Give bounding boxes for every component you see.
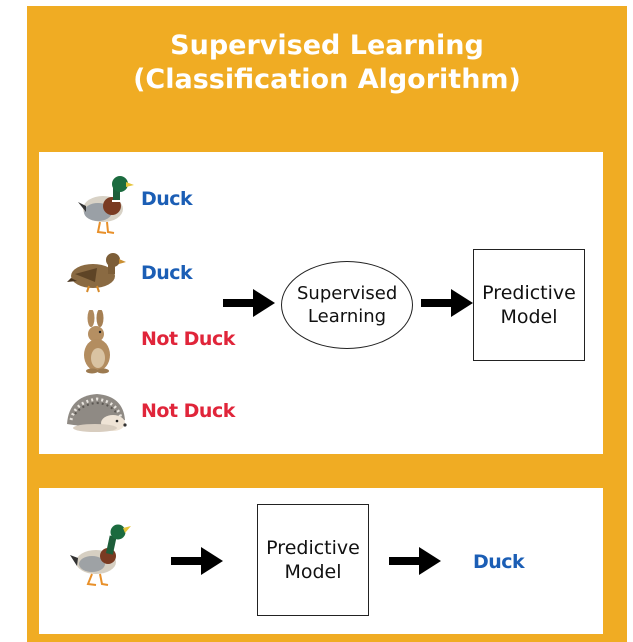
training-label-not-duck-1: Not Duck [141, 328, 235, 350]
predictive-model-box-training: Predictive Model [473, 249, 585, 361]
predictive-model-label-prediction: Predictive Model [266, 537, 360, 583]
arrow-to-model [421, 289, 473, 317]
predictive-model-box-prediction: Predictive Model [257, 504, 369, 616]
title-line-1: Supervised Learning [170, 30, 484, 61]
arrow-to-prediction-model [171, 547, 223, 575]
hedgehog-icon [67, 394, 127, 432]
mallard-drake-icon [78, 176, 134, 234]
arrow-to-output [389, 547, 441, 575]
title-line-2: (Classification Algorithm) [133, 64, 521, 95]
duck-icon [70, 524, 131, 586]
female-duck-icon [67, 253, 126, 293]
training-panel: Duck Duck Not Duck [39, 152, 603, 454]
predictive-model-label-training: Predictive Model [482, 282, 576, 328]
supervised-learning-node: Supervised Learning [281, 261, 413, 349]
supervised-learning-label: Supervised Learning [297, 283, 398, 327]
prediction-panel: Predictive Model Duck [39, 488, 603, 634]
training-label-duck-1: Duck [141, 188, 193, 210]
arrow-to-learning [223, 289, 275, 317]
training-label-duck-2: Duck [141, 262, 193, 284]
diagram-frame: Supervised Learning (Classification Algo… [27, 6, 627, 642]
rabbit-icon [84, 310, 110, 374]
prediction-output-label: Duck [473, 551, 525, 573]
training-label-not-duck-2: Not Duck [141, 400, 235, 422]
